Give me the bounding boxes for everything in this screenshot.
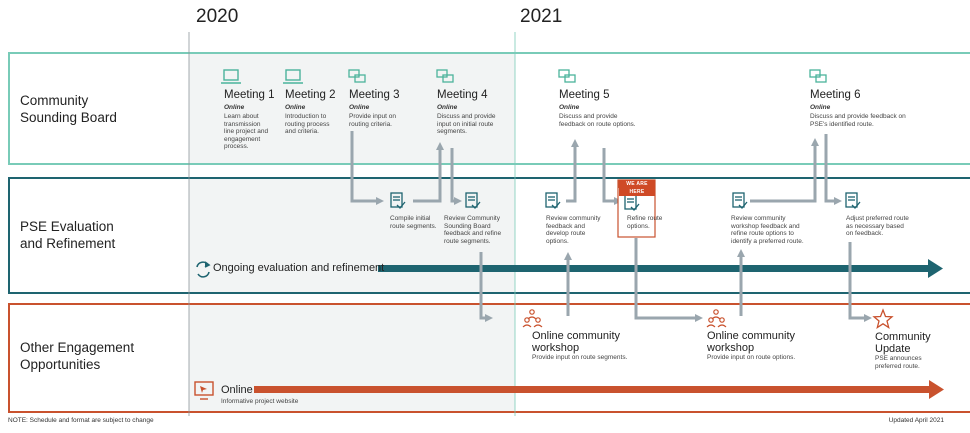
ongoing-evaluation-arrow [378, 259, 943, 278]
meeting-description: Discuss and provide feedback on route op… [559, 113, 636, 128]
meeting-mode: Online [437, 104, 458, 111]
ongoing-evaluation-label: Ongoing evaluation and refinement [213, 262, 385, 274]
flow-connector [413, 142, 444, 203]
meeting-title: Meeting 2 [285, 89, 336, 101]
meeting-description: Discuss and provide input on initial rou… [437, 113, 496, 135]
flow-connector [566, 139, 579, 203]
lane-label-other: Other Engagement Opportunities [20, 340, 135, 372]
workshop-title: Online community workshop [532, 330, 621, 354]
document-check-icon [545, 192, 561, 209]
lane-label-pse: PSE Evaluation and Refinement [20, 219, 116, 251]
meeting-mode: Online [224, 104, 245, 111]
meeting-mode: Online [810, 104, 831, 111]
meeting-mode: Online [349, 104, 370, 111]
document-check-icon [390, 192, 406, 209]
lane-pse-evaluation [8, 177, 970, 294]
footer-updated: Updated April 2021 [888, 417, 944, 424]
meeting-description: Discuss and provide feedback on PSE's id… [810, 113, 906, 128]
pse-step-description: Adjust preferred route as necessary base… [846, 215, 909, 237]
meeting-mode: Online [285, 104, 306, 111]
lane-community-sounding-board [8, 52, 970, 165]
community-update-description: PSE announces preferred route. [875, 355, 922, 370]
meeting-description: Provide input on routing criteria. [349, 113, 396, 128]
pse-step-description: Review community workshop feedback and r… [731, 215, 804, 245]
flow-connector [848, 242, 872, 322]
laptop-icon [283, 69, 303, 84]
chat-icon [809, 69, 827, 83]
flow-connector [602, 148, 622, 205]
flow-connector [750, 138, 819, 203]
flow-connector [350, 131, 384, 205]
flow-connector [479, 252, 493, 322]
workshop-title: Online community workshop [707, 330, 796, 354]
we-are-here-badge: WE ARE HERE [619, 180, 655, 196]
meeting-title: Meeting 3 [349, 89, 400, 101]
flow-connector [824, 134, 842, 205]
meeting-description: Learn about transmission line project an… [224, 113, 269, 150]
online-description: Informative project website [221, 398, 299, 405]
chat-icon [348, 69, 366, 83]
people-group-icon [522, 309, 543, 328]
meeting-title: Meeting 6 [810, 89, 861, 101]
year-2020-shade [189, 303, 515, 413]
document-check-icon [845, 192, 861, 209]
pse-step-description: Review community feedback and develop ro… [546, 215, 601, 245]
online-website-arrow [254, 380, 944, 399]
chat-icon [436, 69, 454, 83]
monitor-icon [194, 381, 214, 400]
meeting-title: Meeting 5 [559, 89, 610, 101]
meeting-mode: Online [559, 104, 580, 111]
year-label-2020: 2020 [196, 6, 239, 27]
document-check-icon [732, 192, 748, 209]
workshop-description: Provide input on route options. [707, 354, 796, 361]
workshop-description: Provide input on route segments. [532, 354, 628, 361]
flow-connector [450, 148, 462, 205]
star-icon [872, 308, 894, 329]
community-update-title: Community Update [875, 331, 931, 355]
footer-note: NOTE: Schedule and format are subject to… [8, 417, 154, 424]
people-group-icon [706, 309, 727, 328]
online-label: Online [221, 384, 253, 396]
chat-icon [558, 69, 576, 83]
year-label-2021: 2021 [520, 6, 563, 27]
pse-step-description: Compile initial route segments. [390, 215, 437, 230]
meeting-title: Meeting 4 [437, 89, 488, 101]
refresh-icon [196, 261, 211, 278]
laptop-icon [221, 69, 241, 84]
meeting-description: Introduction to routing process and crit… [285, 113, 330, 135]
meeting-title: Meeting 1 [224, 89, 275, 101]
document-check-icon [465, 192, 481, 209]
pse-step-description: Review Community Sounding Board feedback… [444, 215, 502, 245]
pse-step-description: Refine route options. [627, 215, 663, 230]
lane-label-community: Community Sounding Board [20, 93, 117, 125]
lane-other-engagement [8, 303, 970, 413]
flow-connector [634, 238, 703, 322]
